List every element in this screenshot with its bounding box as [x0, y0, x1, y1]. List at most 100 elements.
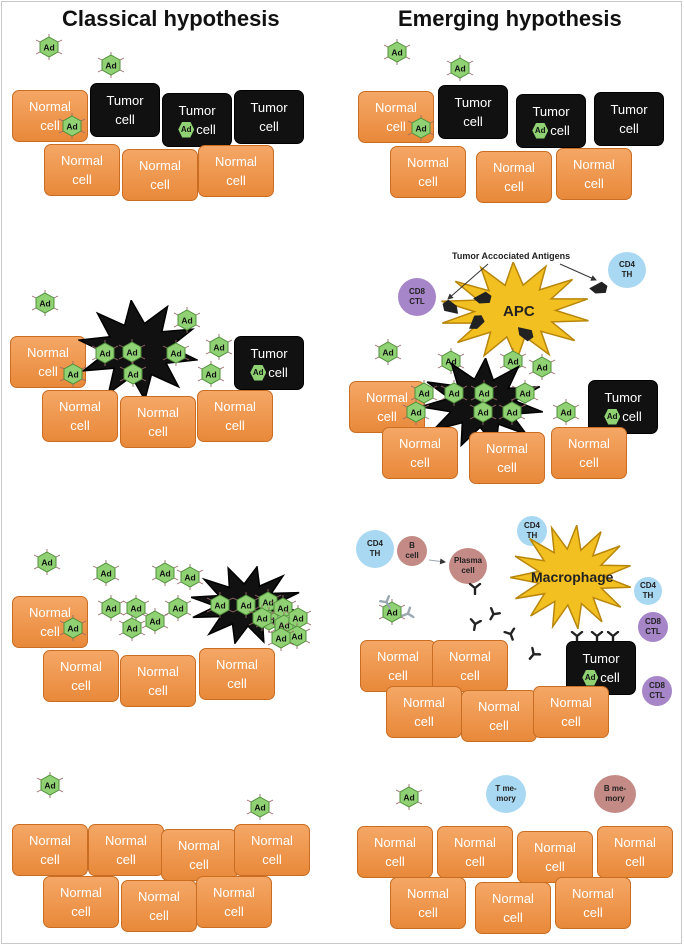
svg-text:Ad: Ad	[410, 408, 421, 418]
label-normal_1: Normal	[449, 649, 491, 664]
label-normal_1: Normal	[214, 399, 256, 414]
adenovirus-icon: Ad	[178, 121, 195, 138]
label-normal_2: cell	[579, 455, 599, 470]
svg-text:Ad: Ad	[41, 558, 52, 568]
label-tumor_2: cell	[463, 114, 483, 129]
label-cd8_1: CD8	[408, 287, 425, 296]
svg-text:Ad: Ad	[454, 64, 465, 74]
adenovirus-icon: Ad	[141, 608, 169, 634]
label-normal_2: cell	[503, 910, 523, 925]
label-normal_1: Normal	[60, 659, 102, 674]
svg-text:Ad: Ad	[262, 598, 273, 608]
adenovirus-icon: Ad	[59, 615, 87, 641]
label-tumor_2: cell	[115, 112, 135, 127]
svg-text:Ad: Ad	[67, 624, 78, 634]
label-normal_2: cell	[489, 718, 509, 733]
adenovirus-icon: Ad	[118, 615, 146, 641]
label-normal_1: Normal	[251, 833, 293, 848]
adenovirus-icon: Ad	[383, 39, 411, 65]
adenovirus-icon: Ad	[91, 340, 119, 366]
antibody-icon	[526, 646, 542, 661]
label-normal_2: cell	[584, 176, 604, 191]
adenovirus-icon: Ad	[58, 113, 86, 139]
adenovirus-icon: Ad	[528, 354, 556, 380]
antigen-fragment	[468, 315, 486, 329]
adenovirus-icon: Ad	[122, 595, 150, 621]
label-normal_1: Normal	[493, 160, 535, 175]
svg-text:Ad: Ad	[149, 617, 160, 627]
svg-text:Ad: Ad	[560, 408, 571, 418]
adenovirus-icon: Ad	[97, 595, 125, 621]
label-normal_2: cell	[386, 119, 406, 134]
svg-text:Ad: Ad	[519, 389, 530, 399]
svg-text:Ad: Ad	[213, 343, 224, 353]
label-normal_1: Normal	[492, 891, 534, 906]
adenovirus-icon: Ad	[552, 399, 580, 425]
svg-text:Ad: Ad	[159, 569, 170, 579]
svg-text:Ad: Ad	[214, 601, 225, 611]
apc-cell	[440, 259, 590, 365]
label-cd4_2: TH	[369, 549, 381, 558]
label-cd4_1: CD4	[366, 539, 383, 548]
adenovirus-icon: Ad	[151, 560, 179, 586]
label-normal_2: cell	[545, 859, 565, 874]
apc-label: APC	[503, 303, 535, 320]
label-normal_2: cell	[410, 455, 430, 470]
svg-text:Ad: Ad	[478, 389, 489, 399]
adenovirus-icon: Ad	[250, 364, 267, 381]
label-normal_2: cell	[71, 678, 91, 693]
label-normal_1: Normal	[60, 885, 102, 900]
adenovirus-icon: Ad	[532, 122, 549, 139]
label-normal_2: cell	[148, 424, 168, 439]
label-normal_1: Normal	[573, 157, 615, 172]
label-normal_2: cell	[72, 172, 92, 187]
label-tmem_1: T me-	[495, 784, 517, 793]
label-bmem_2: mory	[605, 794, 625, 803]
svg-text:Ad: Ad	[448, 389, 459, 399]
label-normal_1: Normal	[407, 155, 449, 170]
label-b_1: B	[409, 541, 415, 550]
adenovirus-icon: Ad	[582, 669, 599, 686]
svg-text:Ad: Ad	[536, 363, 547, 373]
adenovirus-icon: Ad	[205, 334, 233, 360]
label-tmem_2: mory	[496, 794, 516, 803]
svg-text:Ad: Ad	[67, 370, 78, 380]
label-tumor_1: Tumor	[604, 390, 642, 405]
antibody-icon	[468, 582, 482, 596]
label-cd4_2: TH	[621, 270, 633, 279]
label-plasma_2: cell	[461, 566, 475, 575]
label-tumor_1: Tumor	[532, 104, 570, 119]
svg-text:Ad: Ad	[130, 604, 141, 614]
label-normal_1: Normal	[572, 886, 614, 901]
antibody-icon	[468, 618, 482, 632]
svg-text:Ad: Ad	[477, 408, 488, 418]
title-emerging: Emerging hypothesis	[398, 6, 622, 31]
normal-cell: Normal cell	[196, 876, 272, 928]
label-normal_1: Normal	[213, 885, 255, 900]
svg-text:Ad: Ad	[44, 781, 55, 791]
label-cd8_2: CTL	[649, 691, 665, 700]
label-normal_1: Normal	[59, 399, 101, 414]
svg-text:Ad: Ad	[240, 601, 251, 611]
antigen-fragment	[516, 327, 534, 342]
svg-text:Ad: Ad	[205, 370, 216, 380]
t-memory-cell: T me-mory	[486, 775, 526, 813]
label-normal_2: cell	[224, 904, 244, 919]
label-normal_1: Normal	[478, 699, 520, 714]
